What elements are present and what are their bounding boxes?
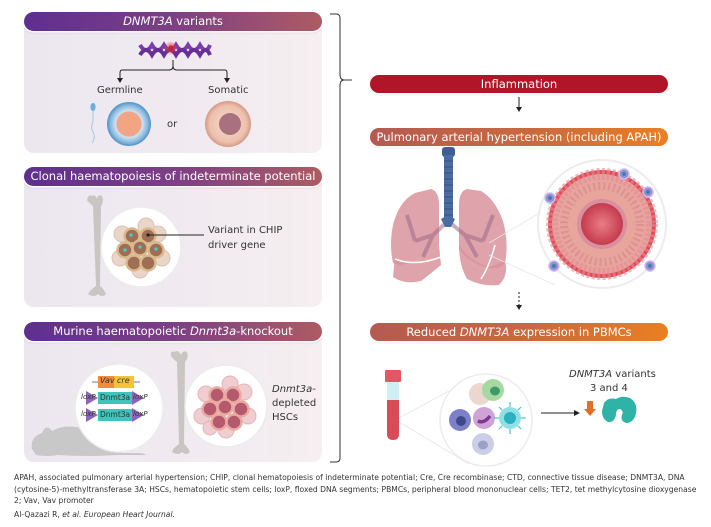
dnmt3a-gene-label: Dnmt3a [100,393,131,402]
variants-3-4-label-line1: DNMT3A variants [569,369,656,380]
inflammation-header: Inflammation [370,75,668,93]
bone-icon [87,195,106,296]
loxp-dnmt3a-construct-1 [86,391,144,405]
variants-3-4-label-line2: 3 and 4 [590,383,628,394]
panel-header-dnmt3a-variants: DNMT3A variants [24,12,322,31]
variants-italic: DNMT3A [569,369,613,380]
dna-helix-icon [138,41,212,59]
citation-authors: Al-Qazazi R, [14,510,63,519]
header-italic-text: DNMT3A [123,14,173,28]
dnmt3a-gene-label: Dnmt3a [100,410,131,419]
panel-header-chip: Clonal haematopoiesis of indeterminate p… [24,167,322,186]
header-text: Reduced [406,325,460,339]
header-text: expression in PBMCs [509,325,632,339]
loxp-dnmt3a-construct-2 [86,408,144,422]
vav-cre-construct [92,376,140,388]
label-somatic: Somatic [208,85,249,96]
reduced-expression-header: Reduced DNMT3A expression in PBMCs [370,323,668,341]
artery-cross-section-icon [537,159,667,289]
citation: Al-Qazazi R, et al. European Heart Journ… [14,510,175,519]
down-arrow-icon [516,97,522,112]
chip-annotation-line1: Variant in CHIP [208,225,283,236]
loxp-label: loxP [81,410,96,418]
hsc-cluster-icon [100,206,204,288]
sperm-icon [90,103,96,144]
dnmt3a-protein-icon [602,396,637,423]
abbreviations-footnote: APAH, associated pulmonary arterial hype… [14,473,697,505]
lungs-icon [391,147,556,286]
hsc-label-line2: depleted [272,398,317,409]
bone-icon [170,351,190,454]
branch-arrows [117,60,230,83]
loxp-label: loxP [81,393,96,401]
loxp-label: loxP [133,393,148,401]
genetic-construct-circle [74,363,164,453]
grouping-bracket [330,13,352,463]
chip-annotation-line2: driver gene [208,240,266,251]
decrease-arrow-icon [584,401,596,416]
label-or: or [167,119,178,130]
pbmc-cells-icon [439,373,533,467]
header-text: Murine haematopoietic [53,324,190,338]
hsc-label-line3: HSCs [272,412,299,423]
header-text: variants [172,14,223,28]
germline-cell-icon [107,102,151,146]
label-germline: Germline [97,85,143,96]
somatic-cell-icon [205,101,251,147]
depleted-hsc-cluster-icon [184,364,268,448]
construct-vav-label: Vav [100,376,115,385]
loxp-label: loxP [133,410,148,418]
panel-header-murine-knockout: Murine haematopoietic Dnmt3a-knockout [24,322,322,341]
header-text: -knockout [236,324,293,338]
citation-journal: et al. European Heart Journal. [62,510,175,519]
header-italic-text: Dnmt3a [189,324,237,338]
pah-header: Pulmonary arterial hypertension (includi… [370,128,668,146]
right-arrow-icon [541,410,580,416]
construct-cre-label: cre [117,376,130,385]
variants-text: variants [612,369,656,380]
hsc-label-line1: Dnmt3a- [272,384,316,395]
dashed-down-arrow-icon [516,292,522,310]
hsc-label-dash: - [312,384,316,395]
header-italic-text: DNMT3A [459,325,510,339]
panel-dnmt3a-variants [24,13,322,153]
hsc-label-italic: Dnmt3a [272,384,313,395]
